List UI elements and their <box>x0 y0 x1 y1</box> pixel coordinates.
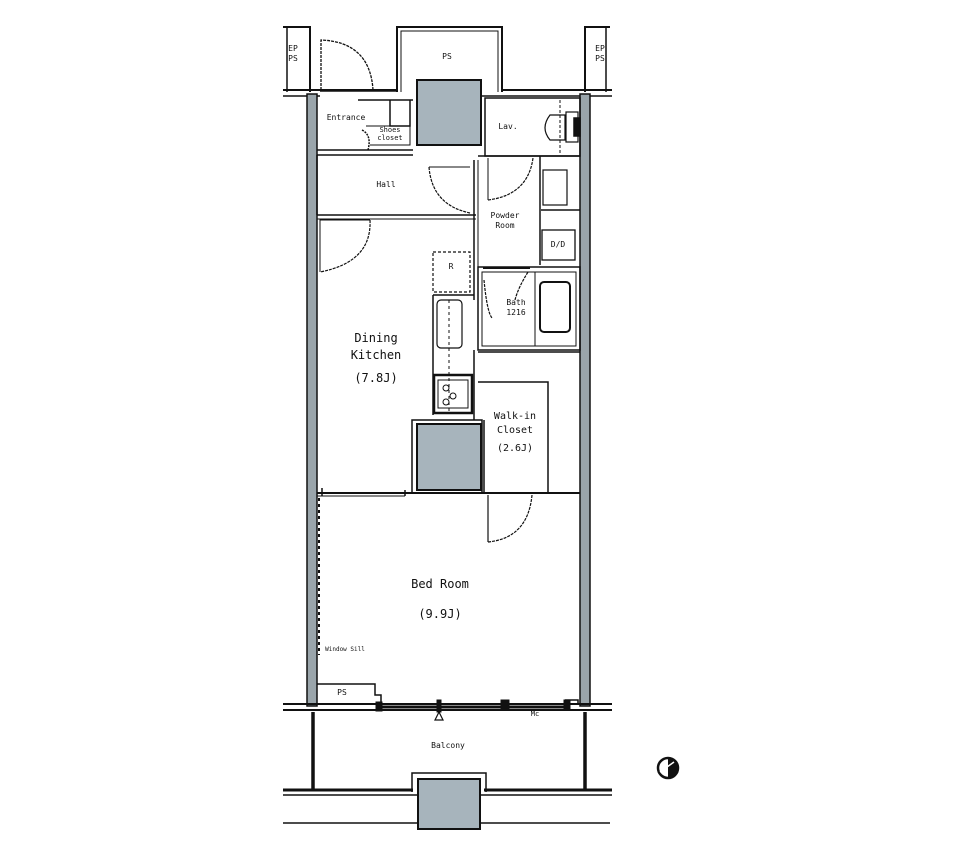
bath-label: Bath 1216 <box>506 298 525 318</box>
washer-dryer-label: D/D <box>550 240 566 249</box>
ps-label: PS <box>595 54 605 63</box>
pillar-top <box>416 79 482 146</box>
left-wall <box>306 93 318 707</box>
ep-ps-left-marker: EP PS <box>288 44 298 64</box>
powder-room-label: Powder Room <box>491 211 520 231</box>
ps-label: PS <box>288 54 298 63</box>
dining-kitchen-area: (7.8J) <box>354 370 398 385</box>
balcony-label: Balcony <box>431 741 465 750</box>
walk-in-closet-label: Walk-in Closet (2.6J) <box>494 410 536 456</box>
ep-label: EP <box>595 44 605 53</box>
refrigerator-space <box>432 251 471 293</box>
ps-bedroom-label: PS <box>337 688 347 697</box>
refrigerator-label: R <box>448 262 454 271</box>
ep-ps-right-marker: EP PS <box>595 44 605 64</box>
walk-in-closet-area: (2.6J) <box>496 443 534 454</box>
ep-label: EP <box>288 44 298 53</box>
dining-kitchen-line1: Dining <box>354 331 398 345</box>
entrance-label: Entrance <box>326 113 366 122</box>
bed-room-area: (9.9J) <box>418 607 462 621</box>
shoes-closet-label: Shoes closet <box>377 126 403 142</box>
bed-room-label: Bed Room <box>411 577 469 591</box>
bath-line1: Bath <box>506 298 526 307</box>
lavatory-label: Lav. <box>498 122 518 131</box>
compass-icon <box>656 756 680 780</box>
entrance-door-swing <box>320 39 374 91</box>
bath-size: 1216 <box>506 308 526 317</box>
dining-kitchen-label: Dining Kitchen (7.8J) <box>351 330 402 387</box>
pillar-middle-fill <box>416 423 482 491</box>
ps-top-label: PS <box>442 52 452 61</box>
pillar-bottom <box>417 778 481 830</box>
window-sill-label: Window Sill <box>325 646 365 653</box>
mc-label: Mc <box>530 710 540 718</box>
hall-label: Hall <box>376 180 396 189</box>
powder-room-line2: Room <box>495 221 515 230</box>
dining-kitchen-line2: Kitchen <box>350 348 402 363</box>
walk-in-closet-line2: Closet <box>496 425 534 436</box>
powder-room-line1: Powder <box>490 211 520 220</box>
right-wall <box>579 93 591 707</box>
walk-in-closet-line1: Walk-in <box>493 411 537 422</box>
